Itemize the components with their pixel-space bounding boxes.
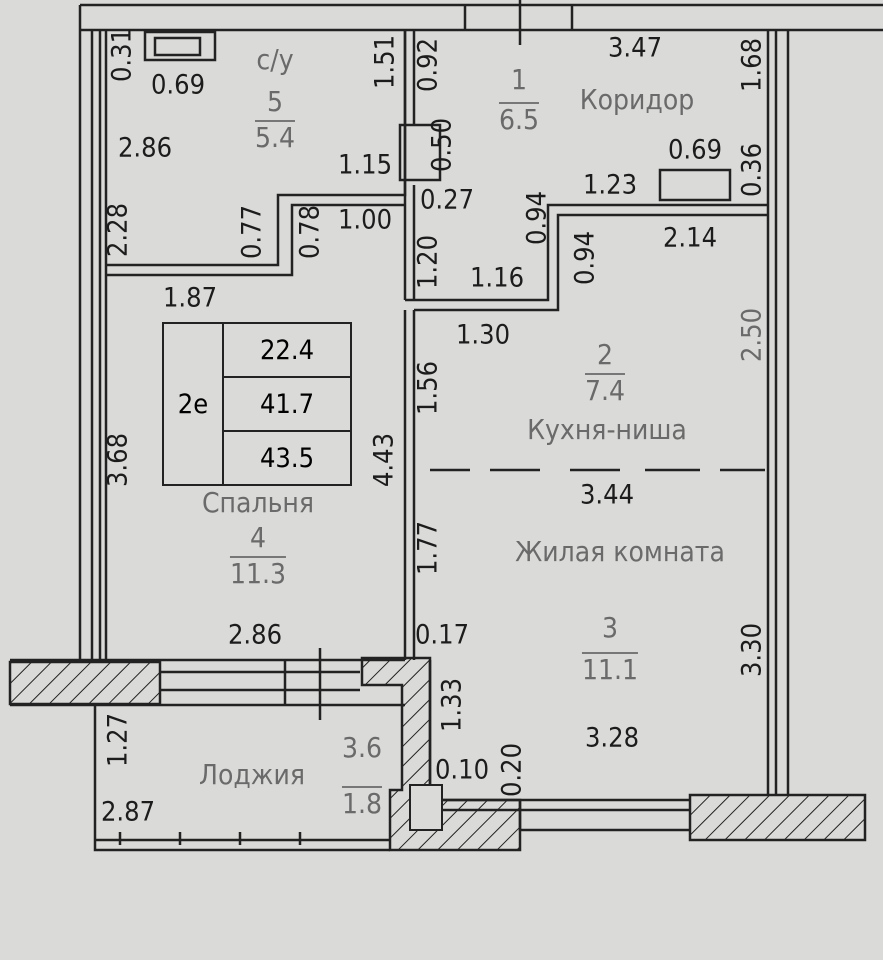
dimension: 1.20	[412, 234, 444, 290]
room-area-loggia-full: 3.6	[341, 731, 383, 764]
dimension: 0.36	[736, 142, 768, 198]
dimension: 2.28	[102, 202, 134, 258]
room-number-bathroom: 5	[266, 85, 284, 118]
dimension: 0.31	[106, 27, 138, 83]
dimension: 0.17	[414, 619, 470, 651]
dimension: 1.30	[455, 319, 511, 351]
dimension: 3.68	[102, 432, 134, 488]
room-label-living: Жилая комната	[515, 535, 725, 568]
room-number-corridor: 1	[510, 63, 528, 96]
total-with-loggia: 43.5	[259, 442, 315, 474]
dimension: 3.28	[584, 722, 640, 754]
dimension: 1.33	[436, 677, 468, 733]
dimension: 2.86	[117, 132, 173, 164]
dimension: 1.87	[162, 282, 218, 314]
dimension: 0.78	[294, 204, 326, 260]
room-label-loggia: Лоджия	[199, 758, 305, 791]
dimension: 3.47	[607, 32, 663, 64]
room-area-bedroom: 11.3	[229, 556, 287, 590]
dimension: 0.77	[236, 204, 268, 260]
room-area-bathroom: 5.4	[254, 120, 296, 154]
dimension: 2.50	[736, 307, 768, 363]
dimension: 0.94	[569, 230, 601, 286]
dimension: 1.15	[337, 149, 393, 181]
dimension: 4.43	[368, 432, 400, 488]
room-number-kitchen: 2	[596, 338, 614, 371]
dimension: 1.00	[337, 204, 393, 236]
room-number-living: 3	[601, 611, 619, 644]
dimension: 2.14	[662, 222, 718, 254]
dimension: 0.94	[521, 190, 553, 246]
room-area-living: 11.1	[581, 652, 639, 686]
room-label-bathroom: с/у	[256, 43, 294, 76]
dimension: 0.10	[434, 754, 490, 786]
total-area: 41.7	[224, 378, 350, 432]
dimension: 0.20	[496, 742, 528, 798]
dimension: 2.87	[100, 796, 156, 828]
room-number-bedroom: 4	[249, 521, 267, 554]
room-area-loggia-reduced: 1.8	[341, 786, 383, 820]
room-area-kitchen: 7.4	[584, 373, 626, 407]
dimension: 0.92	[412, 37, 444, 93]
summary-table: 2е 22.4 41.7 43.5	[162, 322, 352, 486]
dimension: 1.23	[582, 169, 638, 201]
dimension: 2.86	[227, 619, 283, 651]
dimension: 0.27	[419, 184, 475, 216]
room-label-bedroom: Спальня	[201, 486, 315, 519]
dimension: 0.69	[667, 134, 723, 166]
dimension: 1.27	[102, 712, 134, 768]
dimension: 1.51	[369, 34, 401, 90]
room-label-corridor: Коридор	[579, 83, 695, 116]
dimension: 1.68	[736, 37, 768, 93]
dimension: 3.44	[579, 479, 635, 511]
dimension: 1.16	[469, 262, 525, 294]
dimension: 3.30	[736, 622, 768, 678]
dimension: 0.69	[150, 69, 206, 101]
dimension: 0.50	[426, 117, 458, 173]
room-label-kitchen: Кухня-ниша	[527, 413, 687, 446]
dimension: 1.77	[412, 520, 444, 576]
room-area-corridor: 6.5	[498, 102, 540, 136]
dimension: 1.56	[412, 360, 444, 416]
apartment-type: 2е	[164, 324, 224, 484]
living-area: 22.4	[224, 324, 350, 378]
